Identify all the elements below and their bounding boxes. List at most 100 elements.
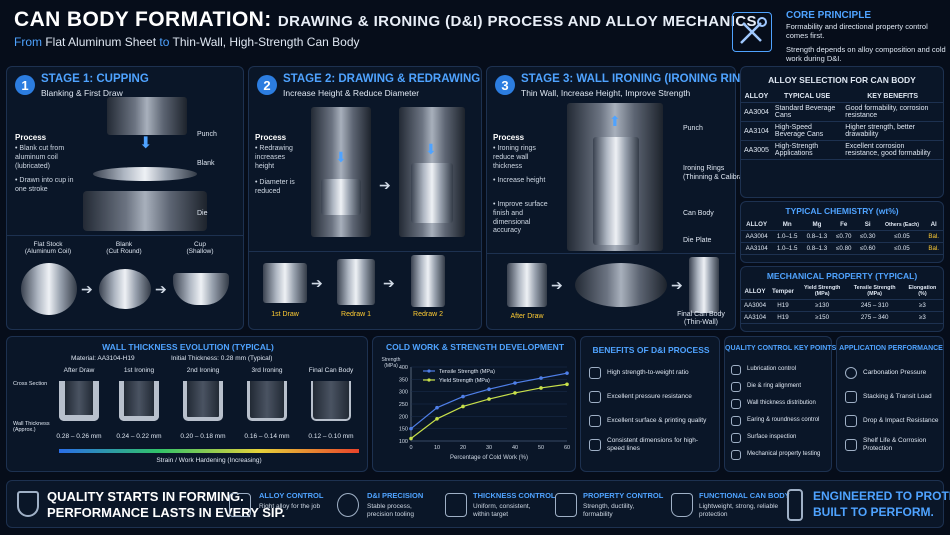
- th: ALLOY: [741, 219, 773, 231]
- benefit-item: Excellent surface & printing quality: [607, 417, 707, 424]
- stage3-number: 3: [495, 75, 515, 95]
- wall-stage-name: After Draw: [63, 367, 95, 374]
- stage3-item-2-text: Increase height: [497, 177, 546, 184]
- data-point: [487, 387, 491, 391]
- wall-stage-name: 3rd Ironing: [251, 367, 283, 374]
- arrow-right-icon: ➔: [671, 277, 683, 293]
- y-tick-label: 400: [399, 365, 408, 371]
- cup-redraw-1: [337, 259, 375, 305]
- flow-blank-title: Blank: [115, 241, 133, 248]
- legend-marker: [427, 378, 431, 382]
- footer-item-title: ALLOY CONTROL: [259, 491, 324, 500]
- cell: ≤0.05: [879, 242, 925, 255]
- cell: ≤0.05: [879, 230, 925, 243]
- qc-item: Mechanical property testing: [747, 451, 821, 457]
- chem-title: TYPICAL CHEMISTRY (wt%): [785, 206, 899, 216]
- stage3-item-1-text: Ironing rings reduce wall thickness: [493, 145, 536, 170]
- shallow-cup-graphic: [173, 273, 229, 305]
- footer-item-desc: Stable process, precision tooling: [367, 503, 414, 519]
- y-axis-unit: (MPa): [384, 363, 398, 369]
- wall-cross-section: [247, 381, 287, 421]
- cell: 0.8–1.3: [802, 242, 832, 255]
- qc-panel: QUALITY CONTROL KEY POINTS Lubrication c…: [724, 336, 836, 472]
- can-outline-icon: [787, 489, 803, 521]
- shield-icon: [845, 439, 857, 451]
- footer-item-desc: Lightweight, strong, reliable protection: [699, 503, 779, 519]
- subtitle-mid: to: [156, 35, 173, 49]
- th-use: TYPICAL USE: [771, 91, 843, 103]
- y-tick-label: 250: [399, 402, 408, 408]
- th: Others (Each): [879, 219, 925, 231]
- cell: Standard Beverage Cans: [771, 102, 843, 122]
- flow-cup-label: Cup(Shallow): [169, 241, 231, 255]
- label-punch: Punch: [197, 131, 217, 138]
- footer-item-desc: Right alloy for the job: [259, 503, 321, 510]
- wall-stage-name: Final Can Body: [308, 367, 354, 374]
- dimension-icon: [589, 439, 601, 451]
- x-tick-label: 10: [434, 445, 440, 451]
- principle-line1: Formability and directional property con…: [786, 22, 928, 41]
- pressure-icon: [589, 391, 601, 403]
- qc-item-icon: [731, 382, 741, 392]
- precision-icon: [337, 493, 359, 517]
- app-item: Shelf Life & Corrosion Protection: [863, 437, 927, 453]
- x-tick-label: 20: [460, 445, 466, 451]
- flow-blank-sub: (Cut Round): [106, 248, 142, 255]
- wall-thickness-panel: WALL THICKNESS EVOLUTION (TYPICAL) Mater…: [6, 336, 368, 472]
- wall-thickness-value: 0.16 – 0.14 mm: [244, 433, 290, 440]
- footer-item-desc: Uniform, consistent, within target: [473, 503, 531, 519]
- label-die: Die: [197, 210, 208, 217]
- wall-thickness-value: 0.28 – 0.26 mm: [56, 433, 102, 440]
- cup-redraw-2-label: Redraw 2: [413, 311, 443, 318]
- cell: AA3004: [741, 102, 772, 122]
- benefits-panel: BENEFITS OF D&I PROCESS High strength-to…: [580, 336, 720, 472]
- title-rest: DRAWING & IRONING (D&I) PROCESS AND ALLO…: [277, 13, 757, 30]
- th: Tensile Strength (MPa): [847, 283, 902, 300]
- cup-1st-draw-label: 1st Draw: [271, 311, 299, 318]
- cell: ≤0.60: [855, 242, 880, 255]
- cell: H19: [769, 311, 797, 324]
- redraw-cup-1: [321, 179, 361, 215]
- stage3-subtitle: Thin Wall, Increase Height, Improve Stre…: [521, 88, 691, 98]
- stage1-process-heading: Process: [15, 133, 47, 142]
- y-tick-label: 200: [399, 414, 408, 420]
- y-tick-label: 100: [399, 439, 408, 445]
- cell: Good formability, corrosion resistance: [842, 102, 943, 122]
- th: Elongation (%): [901, 283, 943, 300]
- footer-item-title: THICKNESS CONTROL: [473, 491, 556, 500]
- stage1-subtitle: Blanking & First Draw: [41, 88, 123, 98]
- wall-thickness-value: 0.24 – 0.22 mm: [116, 433, 162, 440]
- series-line: [410, 383, 568, 440]
- wall-stage-name: 1st Ironing: [123, 367, 155, 374]
- arrow-right-icon: ➔: [155, 281, 167, 297]
- tools-icon: [732, 12, 772, 52]
- stage1-item-1: • Blank cut from aluminum coil (lubricat…: [15, 145, 65, 170]
- row-label-wall-thickness: Wall Thickness (Approx.): [13, 421, 50, 433]
- wall-stage-name: 2nd Ironing: [186, 367, 220, 374]
- application-panel: APPLICATION PERFORMANCE Carbonation Pres…: [836, 336, 944, 472]
- stage2-process-heading: Process: [255, 133, 287, 142]
- cell: Excellent corrosion resistance, good for…: [842, 140, 943, 160]
- x-tick-label: 60: [564, 445, 570, 451]
- wall-cross-section: [183, 381, 223, 421]
- cell: 0.8–1.3: [802, 230, 832, 243]
- qc-item-icon: [731, 433, 741, 443]
- arrow-right-icon: ➔: [311, 275, 323, 291]
- footer-tagline-2: BUILT TO PERFORM.: [813, 505, 934, 519]
- benefits-title: BENEFITS OF D&I PROCESS: [592, 345, 710, 355]
- legend-label: Tensile Strength (MPa): [439, 369, 495, 375]
- label-blank: Blank: [197, 160, 215, 167]
- stage1-title: STAGE 1: CUPPING: [41, 73, 149, 85]
- qc-item-icon: [731, 416, 741, 426]
